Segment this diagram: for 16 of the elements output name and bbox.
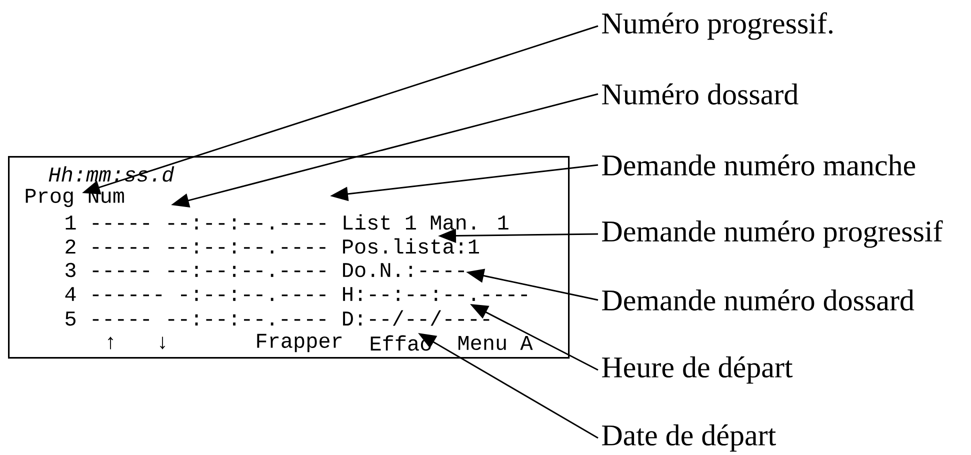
callout-label: Heure de départ (602, 356, 793, 384)
callout-label: Demande numéro dossard (602, 289, 914, 311)
screen-text: 5 ----- --:--:--.---- D:--/--/---- (66, 310, 490, 326)
callout-label: Demande numéro manche (602, 154, 916, 176)
screen-text: 1 ----- --:--:--.---- List 1 Man. 1 (66, 214, 508, 230)
arrow-symbol: ↑ (108, 336, 113, 350)
callout-label: Date de départ (602, 424, 776, 452)
callout-label: Numéro progressif. (602, 12, 832, 40)
screen-text: 3 ----- --:--:--.---- Do.N.:---- (66, 262, 464, 278)
screen-text: 4 ------ -:--:--.---- H:--:--:--.---- (65, 287, 527, 301)
callout-label: Demande numéro progressif (602, 220, 943, 248)
arrow-symbol: ↓ (160, 336, 165, 350)
softkey-label: Menu A (458, 336, 533, 350)
screen-text: 2 ----- --:--:--.---- Pos.lista:1 (66, 238, 479, 254)
callout-label: Numéro dossard (602, 83, 798, 105)
softkey-label: Frapper (257, 334, 342, 352)
